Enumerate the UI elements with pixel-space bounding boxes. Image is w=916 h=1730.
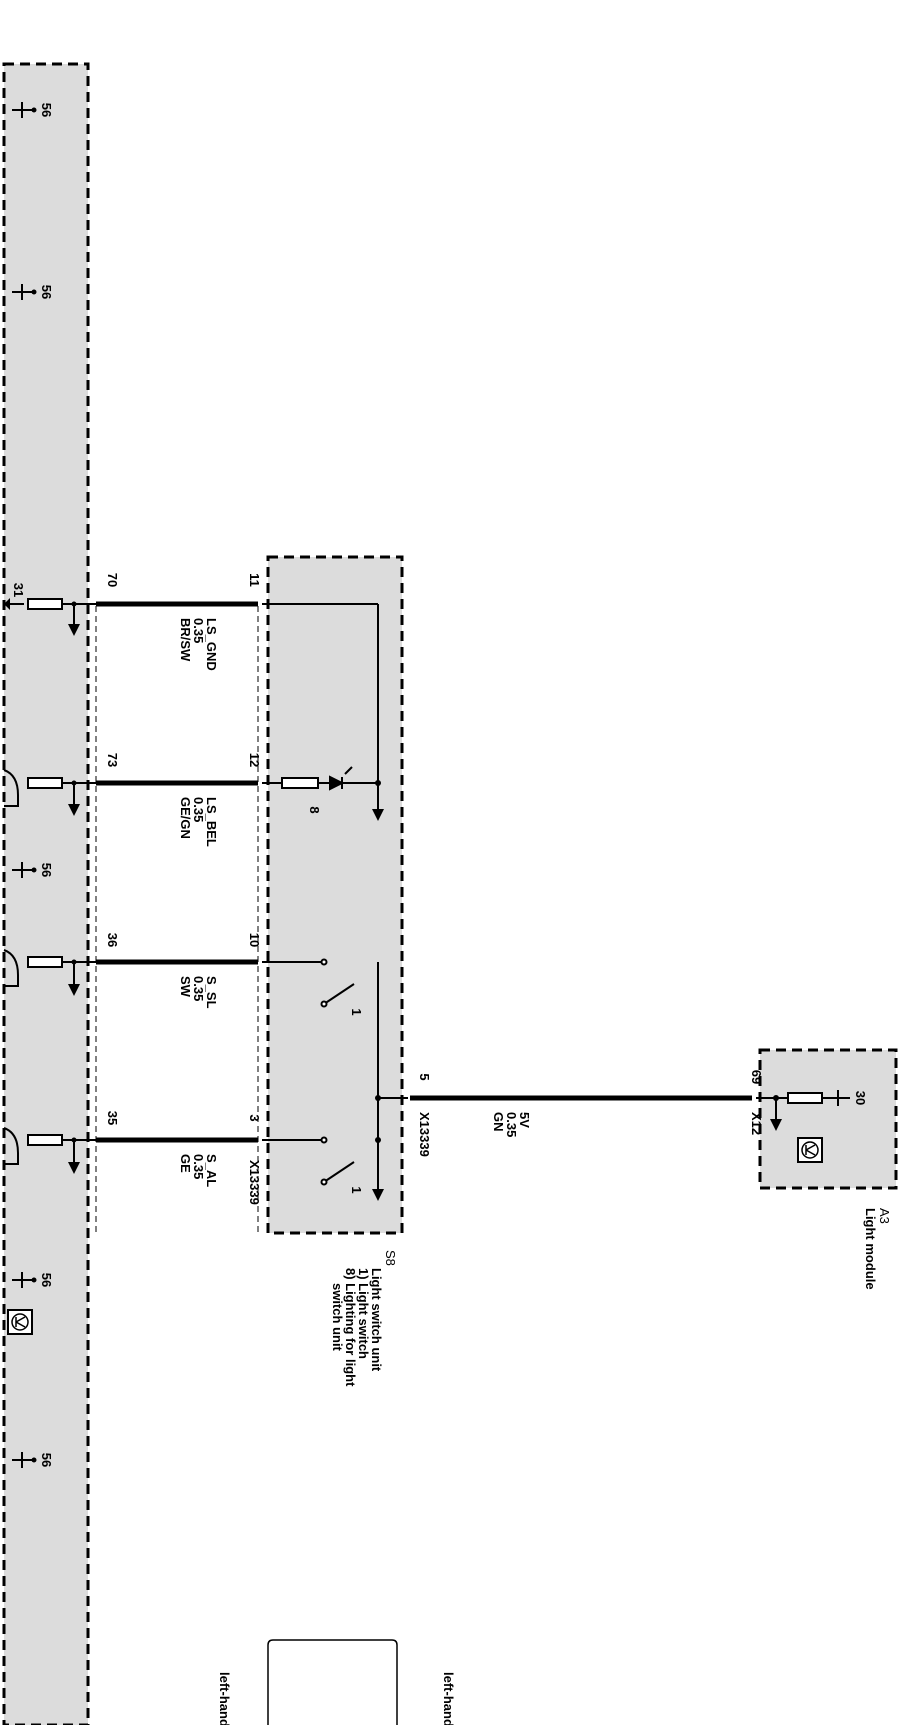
wire-ls-bel: 73 12 LS_BEL 0.35 GE/GN: [3, 753, 262, 847]
wire-size: 0.35: [191, 618, 206, 643]
wire-name: 5V: [517, 1112, 532, 1128]
switch-number: 1: [349, 1008, 364, 1015]
switch-unit-id: S8: [383, 1250, 398, 1266]
switch-unit-title: Light switch unit: [369, 1268, 384, 1372]
bottom-bracket: [267, 1639, 398, 1725]
wire-pin-left: 36: [105, 933, 120, 947]
lamp-number: 8: [307, 806, 322, 813]
light-module-pin: 69: [749, 1070, 764, 1084]
wire-s-sl: 36 10 S_SL 0.35 SW: [3, 933, 262, 1009]
footer-right: left-hand: [441, 1672, 456, 1725]
connector-x13339-right: X13339: [417, 1112, 432, 1157]
wire-ls-gnd: 70 11 LS_GND 0.35 BR/SW: [27, 573, 262, 671]
wire-name: S_AL: [204, 1154, 219, 1187]
switch-unit-item8a: 8) Lighting for light: [343, 1268, 358, 1387]
wire-color: GN: [491, 1112, 506, 1132]
terminal-56-symbol: 56: [12, 284, 54, 300]
terminal-56-label: 56: [39, 103, 54, 117]
switch-unit-item1: 1) Light switch: [356, 1268, 371, 1359]
wire-size: 0.35: [504, 1112, 519, 1137]
wire-pin-switch: 10: [247, 933, 262, 947]
transistor-icon: [7, 1309, 33, 1335]
terminal-56-symbol: 56: [12, 1452, 54, 1468]
wire-pin-switch: 11: [247, 573, 262, 587]
terminal-56-label: 56: [39, 1453, 54, 1467]
wire-color: SW: [178, 976, 193, 998]
connector-x13339-left: X13339: [247, 1160, 262, 1205]
wire-s-al: 35 3 S_AL 0.35 GE: [3, 1111, 262, 1187]
wire-color: GE/GN: [178, 797, 193, 839]
switch-number: 1: [349, 1186, 364, 1193]
ground-31: 31: [4, 583, 26, 610]
wire-pin-switch: 12: [247, 753, 262, 767]
terminal-56-label: 56: [39, 285, 54, 299]
switch-unit-S8: [266, 555, 404, 1235]
light-module-title: Light module: [863, 1208, 878, 1290]
footer-left: left-hand: [217, 1672, 232, 1725]
terminal-56-symbol: 56: [12, 102, 54, 118]
left-control-unit: [2, 62, 90, 1727]
light-module-A3: [758, 1048, 898, 1190]
wire-pin-left: 70: [105, 573, 120, 587]
junction-dot: [375, 1095, 381, 1101]
junction-dot: [375, 780, 381, 786]
output-pin: 5: [417, 1073, 432, 1080]
terminal-56-label: 56: [39, 1273, 54, 1287]
ground-31-label: 31: [11, 583, 26, 597]
terminal-56-label: 56: [39, 863, 54, 877]
terminal-56-symbol: 56: [12, 862, 54, 878]
wire-size: 0.35: [191, 797, 206, 822]
wire-color: GE: [178, 1154, 193, 1173]
switch-unit-item8b: switch unit: [330, 1283, 345, 1352]
light-module-terminal: 30: [853, 1091, 868, 1105]
light-module-connector: X12: [749, 1112, 764, 1135]
wire-color: BR/SW: [178, 618, 193, 662]
terminal-56-symbol: 56: [12, 1272, 54, 1288]
wire-name: LS_BEL: [204, 797, 219, 847]
wire-pin-switch: 3: [247, 1114, 262, 1121]
wire-name: LS_GND: [204, 618, 219, 671]
transistor-icon: [797, 1137, 823, 1163]
light-module-id: A3: [877, 1208, 892, 1224]
light-module-internals: [756, 1090, 850, 1106]
wire-name: S_SL: [204, 976, 219, 1009]
wire-size: 0.35: [191, 1154, 206, 1179]
wire-pin-left: 35: [105, 1111, 120, 1125]
wire-pin-left: 73: [105, 753, 120, 767]
wire-5v: 5 X13339 5V 0.35 GN: [410, 1073, 752, 1157]
junction-dot: [375, 1137, 381, 1143]
wire-size: 0.35: [191, 976, 206, 1001]
